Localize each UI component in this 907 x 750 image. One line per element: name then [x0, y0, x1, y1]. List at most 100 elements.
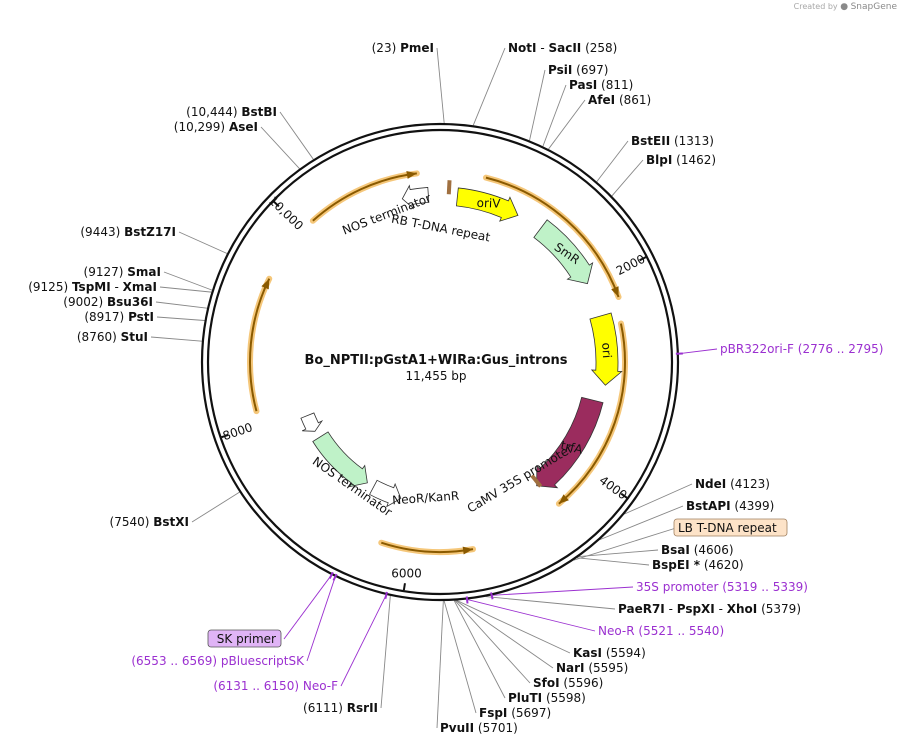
callout-line — [455, 600, 554, 669]
site-label-35s-promoter: 35S promoter (5319 .. 5339) — [636, 580, 808, 594]
callout-line — [191, 491, 240, 523]
watermark-prefix: Created by — [793, 2, 838, 11]
site-label-rsrii: (6111) RsrII — [303, 701, 378, 715]
watermark-brand: SnapGene — [850, 2, 897, 12]
callout-line — [306, 576, 336, 662]
callout-line — [454, 600, 531, 684]
enzyme-name: SmaI — [127, 265, 161, 279]
callout-line — [150, 336, 202, 342]
site-position: (697) — [576, 63, 608, 77]
enzyme-name: PvuII — [440, 721, 474, 735]
callout-line — [472, 47, 506, 126]
plasmid-name: Bo_NPTII:pGstA1+WIRa:Gus_introns — [305, 353, 568, 368]
tick-label: 2000 — [614, 252, 648, 278]
site-position: (5596) — [563, 676, 603, 690]
callout-line — [548, 99, 586, 150]
site-position: (7540) — [110, 515, 150, 529]
enzyme-name: BstZ17I — [124, 225, 176, 239]
site-label-ndei: NdeI (4123) — [695, 477, 770, 491]
tick-label: 10,000 — [266, 194, 306, 233]
feature-name-label: RB T-DNA repeat — [390, 212, 491, 245]
tick-mark — [221, 433, 229, 439]
snapgene-logo-icon: ● — [840, 2, 849, 12]
site-label-pasi: PasI (811) — [569, 78, 633, 92]
enzyme-name: NdeI — [695, 477, 726, 491]
site-position: (4606) — [694, 543, 734, 557]
callout-lines — [150, 47, 718, 729]
site-label-pbr322ori-f: pBR322ori-F (2776 .. 2795) — [720, 342, 883, 356]
callout-line — [596, 140, 629, 182]
site-label-bstapi: BstAPI (4399) — [686, 499, 774, 513]
enzyme-name: PspXI — [677, 602, 715, 616]
nos-terminator-left-arrow — [300, 412, 324, 432]
site-position: (5319 .. 5339) — [722, 580, 808, 594]
plasmid-size: 11,455 bp — [405, 369, 466, 383]
site-position: (5379) — [761, 602, 801, 616]
feature-arrow-label: ori — [599, 342, 614, 359]
callout-line — [599, 505, 684, 541]
enzyme-name: PluTI — [508, 691, 542, 705]
ori-arrow — [589, 312, 623, 386]
primer-name: SK primer — [217, 632, 276, 646]
site-label-asei: (10,299) AseI — [174, 120, 258, 134]
site-label-kasi: KasI (5594) — [573, 646, 646, 660]
callout-line — [159, 286, 212, 293]
callout-line — [577, 557, 650, 566]
primer-name: pBR322ori-F — [720, 342, 794, 356]
callout-line — [163, 271, 213, 291]
site-label-noti: NotI - SacII (258) — [508, 41, 617, 55]
site-label-bspei: BspEI * (4620) — [652, 558, 744, 572]
trfa-arrow — [536, 396, 604, 489]
site-label-xmai: (9125) TspMI - XmaI — [28, 280, 157, 294]
orf-arrowhead — [462, 546, 473, 555]
enzyme-name: NarI — [556, 661, 585, 675]
backbone-outer-strand — [200, 122, 680, 602]
site-position: (5697) — [511, 706, 551, 720]
primer-name: Neo-F — [303, 679, 338, 693]
enzyme-name: BstAPI — [686, 499, 731, 513]
callout-line — [380, 595, 391, 709]
feature-name-label: NeoR/KanR — [392, 489, 460, 508]
lb-t-dna-repeat-label: LB T-DNA repeat — [678, 521, 777, 535]
site-position: (4399) — [734, 499, 774, 513]
enzyme-name: BstEII — [631, 134, 670, 148]
site-position: (5595) — [588, 661, 628, 675]
enzyme-name: SacII — [548, 41, 581, 55]
site-label-pvuii: PvuII (5701) — [440, 721, 518, 735]
enzyme-name: PasI — [569, 78, 597, 92]
callout-line — [611, 159, 644, 197]
callout-line — [279, 111, 314, 160]
smr-arrow — [533, 219, 594, 285]
primer-site-mark — [332, 573, 338, 581]
site-label-paer7i: PaeR7I - PspXI - XhoI (5379) — [618, 602, 801, 616]
site-label-bsu36i: (9002) Bsu36I — [63, 295, 153, 309]
oriV-arrow — [455, 187, 519, 222]
enzyme-name: BstBI — [241, 105, 277, 119]
site-position: (8760) — [77, 330, 117, 344]
site-position: (258) — [585, 41, 617, 55]
camv-35s-promoter-arrow — [369, 479, 402, 508]
enzyme-name: StuI — [121, 330, 148, 344]
site-label-psii: PsiI (697) — [548, 63, 608, 77]
separator: - — [665, 602, 677, 616]
callout-line — [436, 600, 444, 729]
orf-arc — [312, 172, 417, 222]
feature-arrow-label: oriV — [476, 196, 501, 211]
site-position: (4620) — [704, 558, 744, 572]
callout-line — [456, 600, 571, 654]
enzyme-name: KasI — [573, 646, 602, 660]
callout-line — [466, 599, 596, 632]
feature-arrow-label: trfA — [559, 438, 584, 457]
site-label-bsai: BsaI (4606) — [661, 543, 734, 557]
separator: - — [537, 41, 549, 55]
primer-name: Neo-R — [598, 624, 635, 638]
callout-line — [491, 586, 634, 596]
enzyme-name: SfoI — [533, 676, 560, 690]
callout-line — [678, 348, 718, 355]
site-position: (23) — [372, 41, 397, 55]
enzyme-name: BstXI — [153, 515, 189, 529]
callout-line — [155, 301, 208, 309]
